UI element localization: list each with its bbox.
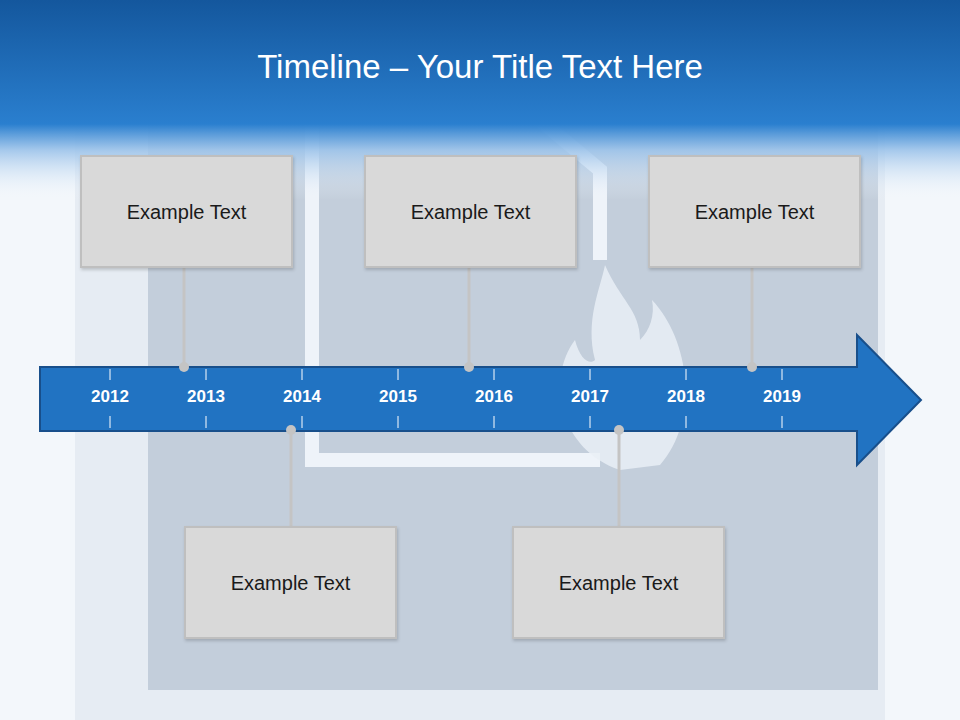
year-label: 2014: [272, 387, 332, 407]
leader-lines: [184, 268, 752, 527]
year-label: 2018: [656, 387, 716, 407]
event-box: Example Text: [364, 155, 577, 268]
event-text: Example Text: [411, 200, 531, 224]
year-label: 2015: [368, 387, 428, 407]
year-ticks: [110, 369, 782, 428]
year-label: 2012: [80, 387, 140, 407]
event-text: Example Text: [231, 571, 351, 595]
event-box: Example Text: [80, 155, 293, 268]
event-box: Example Text: [184, 526, 397, 639]
event-text: Example Text: [695, 200, 815, 224]
event-text: Example Text: [559, 571, 679, 595]
timeline-arrow: [40, 335, 921, 465]
event-text: Example Text: [127, 200, 247, 224]
year-label: 2013: [176, 387, 236, 407]
slide-title: Timeline – Your Title Text Here: [0, 44, 960, 90]
event-box: Example Text: [648, 155, 861, 268]
event-box: Example Text: [512, 526, 725, 639]
leader-dots: [179, 362, 757, 435]
year-label: 2019: [752, 387, 812, 407]
year-label: 2016: [464, 387, 524, 407]
year-label: 2017: [560, 387, 620, 407]
